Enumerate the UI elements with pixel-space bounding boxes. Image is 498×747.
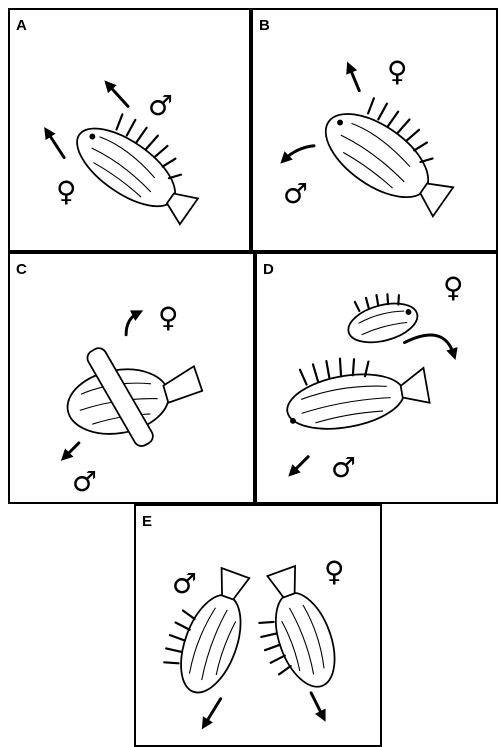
panel-e-illustration [136, 506, 380, 745]
movement-arrow [126, 313, 138, 335]
lionfish-female [241, 563, 346, 700]
movement-arrow [285, 146, 315, 160]
panel-b: B ♀ ♂ [251, 8, 498, 252]
panel-a-illustration [10, 10, 249, 250]
lionfish-pair [65, 98, 215, 232]
movement-arrow [349, 67, 359, 91]
panel-a: A ♂ ♀ [8, 8, 251, 252]
lionfish-male [280, 345, 431, 437]
panel-b-illustration [253, 10, 496, 250]
movement-arrow [292, 457, 308, 473]
movement-arrow [205, 699, 221, 725]
panel-c-illustration [10, 254, 253, 502]
movement-arrow [65, 443, 79, 457]
panel-d-illustration [257, 254, 496, 502]
movement-arrow [405, 335, 454, 354]
movement-arrow [311, 693, 323, 717]
lionfish-male [154, 559, 260, 700]
panel-c: C ♀ ♂ [8, 252, 255, 504]
panel-e: E ♂ ♀ [134, 504, 382, 747]
lionfish-pair [312, 82, 471, 226]
movement-arrow [47, 132, 64, 158]
lionfish-pair [58, 329, 211, 459]
movement-arrow [108, 85, 128, 107]
panel-d: D ♀ ♂ [255, 252, 498, 504]
